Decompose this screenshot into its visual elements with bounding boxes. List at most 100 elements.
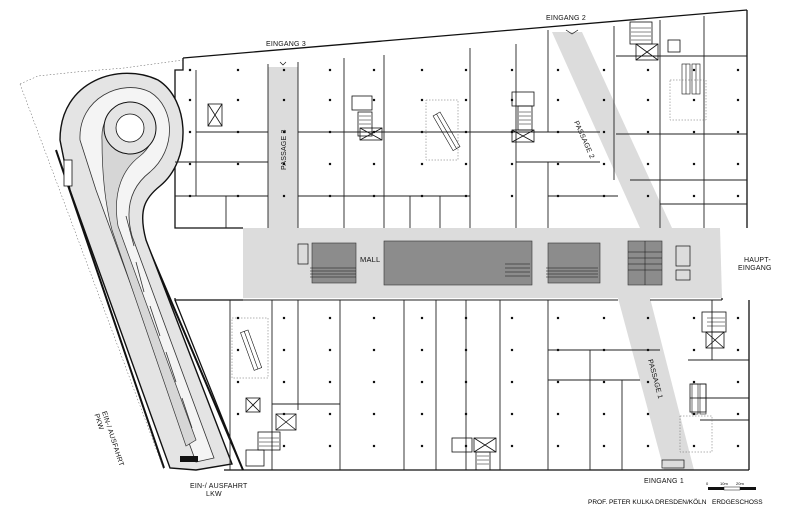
column-dot (602, 316, 606, 320)
column-dot (556, 68, 560, 72)
column-dot (736, 412, 740, 416)
column-dot (510, 162, 514, 166)
lower-shops (229, 299, 749, 470)
column-dot (692, 98, 696, 102)
column-dot (692, 444, 696, 448)
column-dot (464, 162, 468, 166)
column-dot (602, 412, 606, 416)
column-dot (736, 348, 740, 352)
column-dot (372, 412, 376, 416)
column-dot (602, 68, 606, 72)
passage-1-corridor (618, 298, 694, 470)
column-dot (736, 68, 740, 72)
column-dot (646, 194, 650, 198)
column-dot (282, 162, 286, 166)
label-haupt-eingang-2: EINGANG (738, 265, 772, 272)
column-dot (736, 380, 740, 384)
column-dot (510, 194, 514, 198)
column-dot (646, 98, 650, 102)
column-dot (372, 98, 376, 102)
column-dot (372, 316, 376, 320)
column-dot (420, 444, 424, 448)
column-dot (646, 348, 650, 352)
column-dot (602, 98, 606, 102)
label-mall: MALL (360, 255, 380, 264)
column-dot (188, 162, 192, 166)
column-dot (236, 68, 240, 72)
column-dot (464, 98, 468, 102)
core-lower-right (701, 311, 727, 349)
column-dot (646, 444, 650, 448)
scale-tick-0: 0 (706, 481, 709, 486)
label-passage-2: PASSAGE 2 (572, 120, 595, 160)
column-dot (420, 412, 424, 416)
footer-author: PROF. PETER KULKA DRESDEN/KÖLN (588, 498, 707, 506)
column-dot (736, 316, 740, 320)
shop-escalators (240, 63, 707, 415)
column-dot (328, 162, 332, 166)
column-dot (464, 316, 468, 320)
column-dot (510, 412, 514, 416)
column-dot (510, 130, 514, 134)
label-eingang-1: EINGANG 1 (644, 478, 684, 485)
column-dot (328, 98, 332, 102)
escalators (310, 241, 662, 285)
label-eingang-2: EINGANG 2 (546, 15, 586, 22)
column-dot (556, 194, 560, 198)
column-dot (464, 68, 468, 72)
core-lower-left (245, 397, 297, 467)
column-dot (510, 348, 514, 352)
label-haupt-eingang-1: HAUPT- (744, 257, 771, 264)
column-dot (236, 98, 240, 102)
void-1 (311, 242, 357, 284)
column-dot (556, 162, 560, 166)
column-dot (692, 68, 696, 72)
column-dot (602, 380, 606, 384)
column-dot (282, 98, 286, 102)
scale-tick-10: 10m (720, 481, 728, 486)
column-dot (372, 444, 376, 448)
column-dot (556, 380, 560, 384)
column-dot (236, 194, 240, 198)
column-dot (646, 316, 650, 320)
label-lkw-2: LKW (206, 491, 222, 498)
column-dot (646, 162, 650, 166)
column-dot (556, 444, 560, 448)
column-dot (556, 316, 560, 320)
column-dot (692, 162, 696, 166)
column-dot (372, 162, 376, 166)
column-dot (328, 348, 332, 352)
column-dot (282, 412, 286, 416)
column-dot (736, 162, 740, 166)
column-dot (420, 380, 424, 384)
column-dot (736, 130, 740, 134)
column-dot (646, 68, 650, 72)
column-dot (510, 98, 514, 102)
column-dot (420, 162, 424, 166)
column-dot (692, 316, 696, 320)
column-dot (420, 348, 424, 352)
scale-bar: 0 10m 20m (706, 481, 756, 491)
column-dot (646, 380, 650, 384)
scale-tick-20: 20m (736, 481, 744, 486)
column-dot (420, 68, 424, 72)
column-dot (328, 316, 332, 320)
column-dot (464, 380, 468, 384)
core-passage3 (351, 95, 383, 141)
column-dot (282, 444, 286, 448)
column-dot (236, 412, 240, 416)
label-passage-3: PASSAGE 3 (281, 129, 288, 170)
column-dot (328, 130, 332, 134)
column-dot (464, 194, 468, 198)
column-dot (282, 68, 286, 72)
column-dot (464, 130, 468, 134)
column-dot (236, 162, 240, 166)
column-dot (464, 412, 468, 416)
column-dot (420, 98, 424, 102)
label-pkw-1: EIN-/ AUSFAHRT (100, 410, 125, 467)
column-dot (420, 130, 424, 134)
column-dot (510, 316, 514, 320)
column-dot (328, 412, 332, 416)
column-dot (602, 130, 606, 134)
column-dot (510, 68, 514, 72)
